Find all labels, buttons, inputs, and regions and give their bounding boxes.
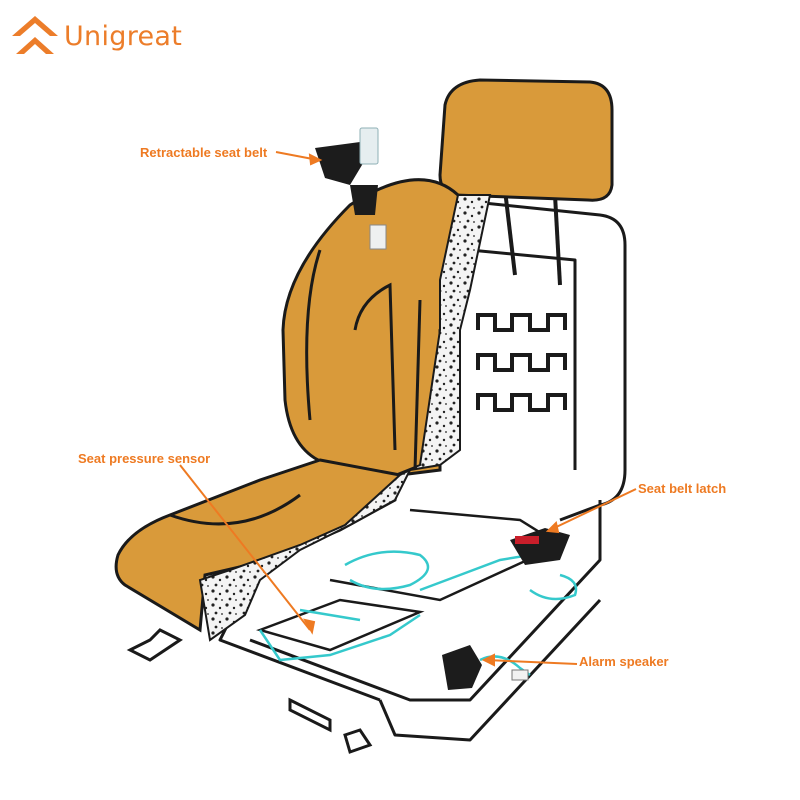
backrest-springs	[476, 313, 567, 412]
backrest-foam	[394, 194, 492, 476]
brand-logo: Unigreat	[10, 14, 182, 58]
backrest-cushion	[281, 178, 477, 487]
seat-cushion	[114, 458, 402, 633]
seat-belt-latch	[510, 528, 570, 565]
logo-chevron-icon	[12, 16, 58, 54]
retractable-seat-belt	[315, 127, 387, 250]
callout-seat-pressure-sensor: Seat pressure sensor	[78, 451, 211, 466]
cushion-seam	[169, 493, 301, 526]
brand-name: Unigreat	[64, 20, 183, 52]
callout-seat-belt-latch: Seat belt latch	[638, 481, 727, 496]
callout-leaders	[179, 151, 637, 667]
callout-retractable-seat-belt: Retractable seat belt	[140, 145, 268, 160]
alarm-speaker	[442, 645, 531, 690]
headrest-posts	[503, 189, 562, 286]
seat-foam	[198, 467, 413, 642]
sensor-wiring	[258, 550, 578, 662]
backrest-seams	[305, 249, 422, 471]
headrest	[438, 78, 614, 202]
seat-rails	[126, 628, 373, 754]
callout-alarm-speaker: Alarm speaker	[579, 654, 669, 669]
